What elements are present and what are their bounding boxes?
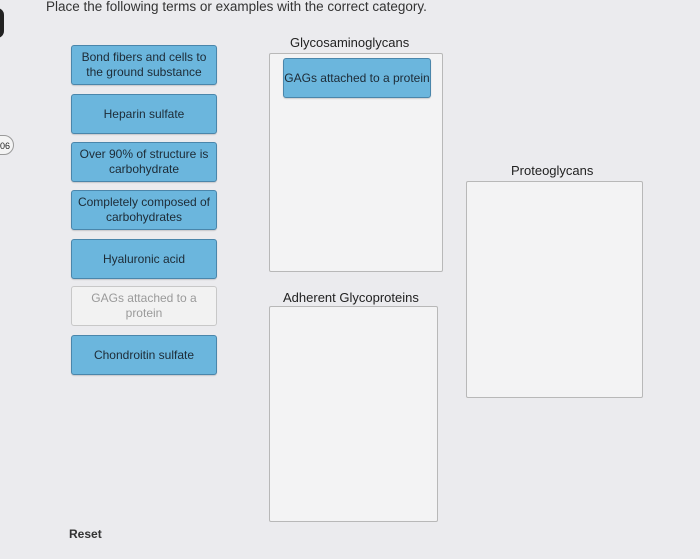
term-chip-label: GAGs attached to a protein	[284, 70, 430, 85]
drop-zone-proteoglycans[interactable]	[466, 181, 643, 398]
term-chip-label: Chondroitin sulfate	[93, 347, 195, 362]
timer-badge: :06	[0, 135, 14, 155]
instruction-text: Place the following terms or examples wi…	[46, 0, 427, 14]
term-chip-bond-fibers[interactable]: Bond fibers and cells to the ground subs…	[71, 45, 217, 85]
term-chip-label: GAGs attached to a protein	[91, 291, 197, 320]
term-chip-label: Hyaluronic acid	[102, 251, 186, 266]
reset-button[interactable]: Reset	[69, 527, 102, 541]
term-chip-heparin-sulfate[interactable]: Heparin sulfate	[71, 94, 217, 134]
term-chip-hyaluronic-acid[interactable]: Hyaluronic acid	[71, 239, 217, 279]
placed-chip-gags-attached[interactable]: GAGs attached to a protein	[283, 58, 431, 98]
term-chip-label: Heparin sulfate	[103, 106, 185, 121]
left-edge-marker	[0, 8, 4, 38]
category-label-glycosaminoglycans: Glycosaminoglycans	[290, 35, 410, 50]
term-chip-placeholder-gags: GAGs attached to a protein	[71, 286, 217, 326]
term-chip-over-90[interactable]: Over 90% of structure is carbohydrate	[71, 142, 217, 182]
category-label-proteoglycans: Proteoglycans	[511, 163, 594, 178]
term-chip-label: Completely composed of carbohydrates	[77, 195, 211, 224]
term-chip-label: Over 90% of structure is carbohydrate	[79, 147, 209, 176]
term-chip-label: Bond fibers and cells to the ground subs…	[81, 50, 207, 79]
drop-zone-adherent-glycoproteins[interactable]	[269, 306, 438, 522]
term-chip-completely-composed[interactable]: Completely composed of carbohydrates	[71, 190, 217, 230]
drop-zone-glycosaminoglycans[interactable]: GAGs attached to a protein	[269, 53, 443, 272]
category-label-adherent-glycoproteins: Adherent Glycoproteins	[283, 290, 419, 305]
term-chip-chondroitin-sulfate[interactable]: Chondroitin sulfate	[71, 335, 217, 375]
